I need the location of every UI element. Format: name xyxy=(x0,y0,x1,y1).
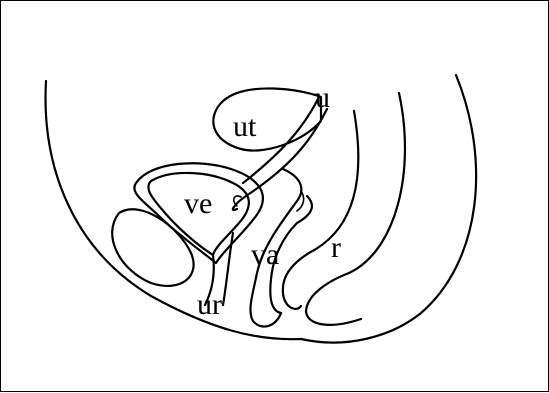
label-r: r xyxy=(331,231,341,264)
rectum-inner-wall xyxy=(281,109,360,310)
rectum-outer-wall xyxy=(304,91,406,326)
pelvis-outline xyxy=(44,79,303,341)
bladder-outer xyxy=(133,162,264,265)
label-ut: ut xyxy=(233,110,257,143)
pubic-bone xyxy=(111,208,195,288)
label-ve: ve xyxy=(184,187,212,220)
uterus xyxy=(212,87,323,152)
cervix-detail xyxy=(232,195,242,207)
uterine-tube-outer xyxy=(231,107,329,212)
bladder-inner xyxy=(147,171,250,257)
urethra-back xyxy=(221,231,235,307)
label-ur: ur xyxy=(197,288,222,321)
vagina-posterior-wall xyxy=(269,194,314,315)
urethra-front xyxy=(203,253,215,307)
label-u: u xyxy=(315,81,330,114)
label-va: va xyxy=(251,238,279,271)
fornix-detail xyxy=(296,190,305,212)
uterine-tube-inner xyxy=(241,95,321,185)
sacrum-outer-curve xyxy=(299,73,478,344)
